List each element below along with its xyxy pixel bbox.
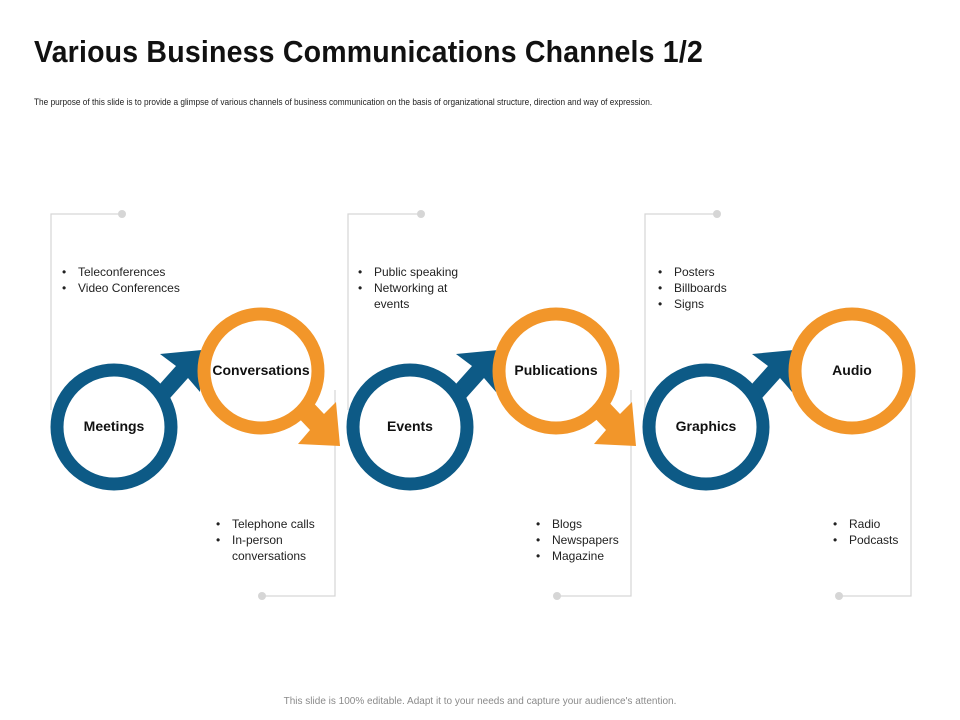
list-item: Blogs — [534, 516, 644, 532]
connector-line-conversations — [262, 390, 336, 597]
connector-dot-audio — [835, 592, 843, 600]
node-circle-publications — [492, 307, 620, 435]
graphics-items: Posters Billboards Signs — [656, 264, 776, 312]
node-label-meetings: Meetings — [83, 418, 145, 434]
node-circle-events — [346, 363, 474, 491]
list-item: Telephone calls — [214, 516, 332, 532]
list-item: Networking at events — [356, 280, 476, 312]
connector-line-graphics — [644, 213, 717, 410]
connector-dot-meetings — [118, 210, 126, 218]
connector-line-meetings — [50, 213, 122, 410]
list-item: Podcasts — [831, 532, 931, 548]
list-item: Newspapers — [534, 532, 644, 548]
slide-footer: This slide is 100% editable. Adapt it to… — [283, 696, 677, 707]
audio-items: Radio Podcasts — [831, 516, 931, 548]
events-items: Public speaking Networking at events — [356, 264, 476, 312]
list-item: Magazine — [534, 548, 644, 564]
connector-line-events — [347, 213, 421, 410]
list-item: Radio — [831, 516, 931, 532]
list-item: Posters — [656, 264, 776, 280]
connector-dot-events — [417, 210, 425, 218]
connector-dot-graphics — [713, 210, 721, 218]
list-item: Public speaking — [356, 264, 476, 280]
slide-title: Various Business Communications Channels… — [34, 34, 704, 69]
slide-subtitle: The purpose of this slide is to provide … — [34, 97, 653, 107]
connector-line-audio — [839, 390, 912, 597]
node-label-graphics: Graphics — [675, 418, 737, 434]
list-item: In-person conversations — [214, 532, 332, 564]
connector-dot-publications — [553, 592, 561, 600]
meetings-items: Teleconferences Video Conferences — [60, 264, 210, 296]
conversations-items: Telephone calls In-person conversations — [214, 516, 332, 564]
list-item: Signs — [656, 296, 776, 312]
node-circle-audio — [788, 307, 916, 435]
list-item: Teleconferences — [60, 264, 210, 280]
publications-items: Blogs Newspapers Magazine — [534, 516, 644, 564]
node-label-conversations: Conversations — [212, 362, 310, 378]
node-circle-meetings — [50, 363, 178, 491]
node-circle-graphics — [642, 363, 770, 491]
connector-line-publications — [557, 390, 632, 597]
node-label-publications: Publications — [514, 362, 598, 378]
list-item: Video Conferences — [60, 280, 210, 296]
node-circle-conversations — [197, 307, 325, 435]
connector-dot-conversations — [258, 592, 266, 600]
list-item: Billboards — [656, 280, 776, 296]
node-label-events: Events — [387, 418, 433, 434]
node-label-audio: Audio — [832, 362, 872, 378]
